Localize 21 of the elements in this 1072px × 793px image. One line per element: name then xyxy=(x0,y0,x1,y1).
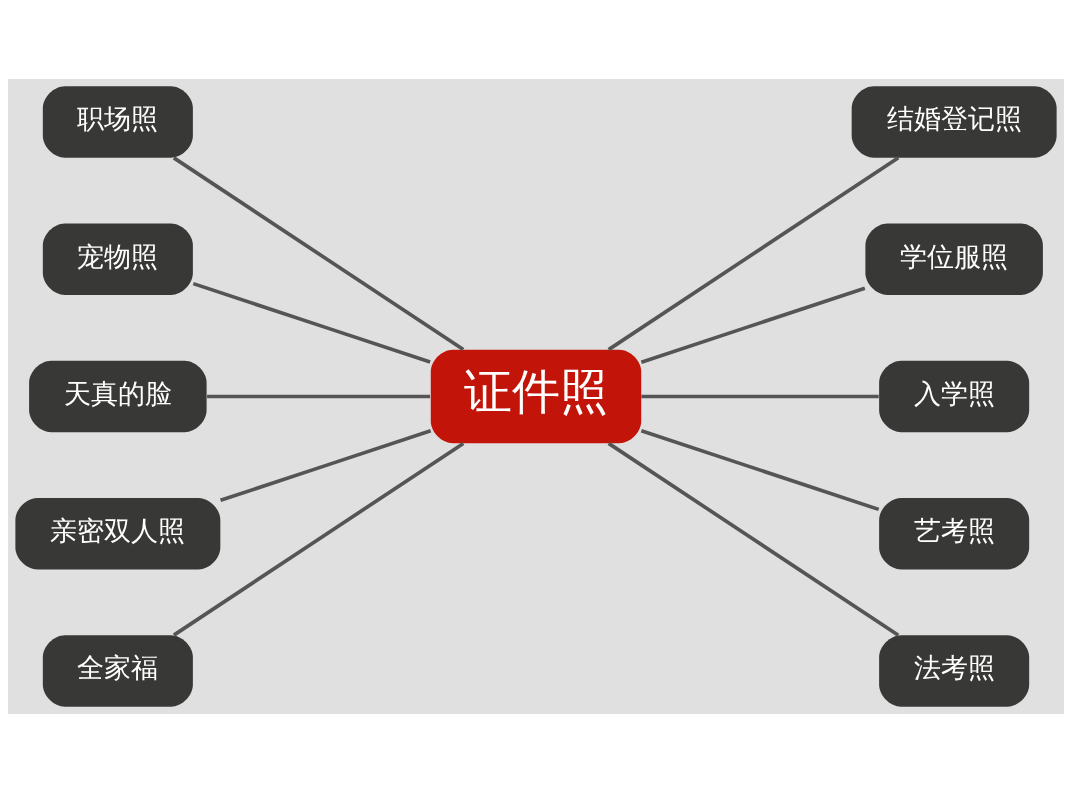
connector xyxy=(219,429,432,503)
connector xyxy=(192,281,431,364)
connector xyxy=(607,156,900,352)
connector xyxy=(172,441,465,637)
node-box: 艺考照 xyxy=(879,498,1030,570)
node-box: 学位服照 xyxy=(865,223,1043,295)
node-box: 入学照 xyxy=(879,360,1030,433)
node-box: 结婚登记照 xyxy=(851,86,1057,158)
node-box: 亲密双人照 xyxy=(15,498,221,570)
node-box: 宠物照 xyxy=(42,223,193,295)
connector xyxy=(641,394,879,399)
node-box: 天真的脸 xyxy=(29,360,207,433)
connector xyxy=(640,429,880,512)
connector xyxy=(607,441,900,637)
connector xyxy=(172,156,465,352)
node-box: 职场照 xyxy=(42,86,193,158)
connector xyxy=(207,394,431,399)
connector xyxy=(640,286,866,364)
node-box: 全家福 xyxy=(42,635,193,707)
node-box: 法考照 xyxy=(879,635,1030,707)
node-box: 证件照 xyxy=(430,349,642,444)
